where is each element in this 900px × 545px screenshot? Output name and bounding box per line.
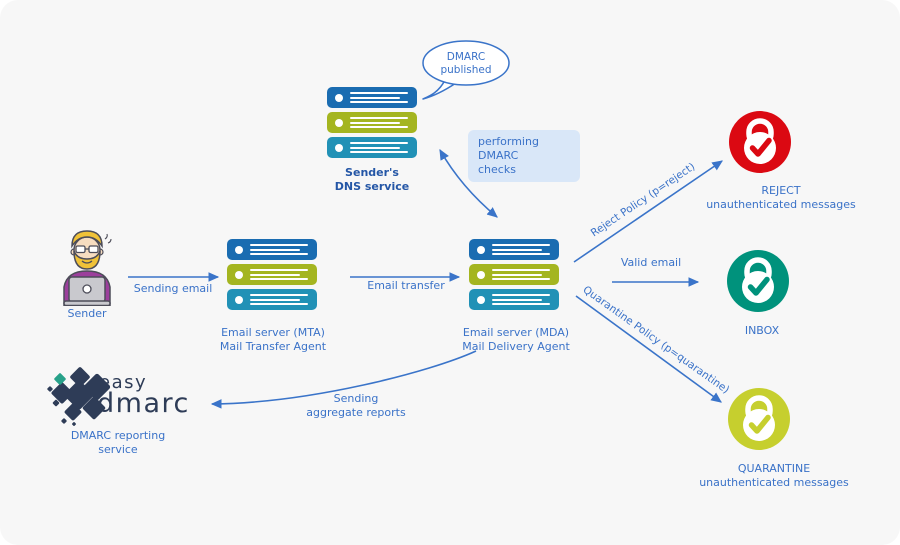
email-transfer-label: Email transfer	[367, 279, 445, 292]
quarantine-lock-icon	[727, 387, 791, 451]
server-bar	[327, 137, 417, 158]
dmarc-reporting-label: DMARC reporting service	[70, 429, 166, 456]
sender-label: Sender	[67, 307, 107, 320]
quarantine-label: QUARANTINE unauthenticated messages	[699, 462, 849, 489]
server-led-icon	[477, 245, 485, 254]
dmarc-published-bubble: DMARC published	[440, 51, 491, 77]
bubble-line-1: DMARC	[446, 51, 486, 63]
server-led-icon	[335, 93, 343, 102]
easydmarc-wordmark-easy: easy	[99, 372, 148, 393]
server-bar	[469, 264, 559, 285]
valid-email-label: Valid email	[620, 256, 682, 269]
server-bar	[327, 87, 417, 108]
speech-bubble	[422, 40, 510, 100]
easydmarc-wordmark-dmarc: dmarc	[97, 388, 190, 419]
sending-email-label: Sending email	[133, 282, 213, 295]
server-bar	[327, 112, 417, 133]
mda-server-stack	[469, 239, 559, 314]
server-led-icon	[477, 295, 485, 304]
dns-server-stack	[327, 87, 417, 162]
server-led-icon	[235, 295, 243, 304]
dmarc-checks-note: performing DMARC checks	[468, 130, 580, 182]
mda-label: Email server (MDA) Mail Delivery Agent	[462, 326, 570, 353]
server-bar	[227, 264, 317, 285]
reject-lock-icon	[728, 110, 792, 174]
arrow-aggregate-reports	[210, 350, 477, 409]
dns-label: Sender's DNS service	[334, 166, 410, 193]
server-led-icon	[477, 270, 485, 279]
bubble-line-2: published	[440, 64, 492, 76]
arrow-dns-checks	[439, 148, 498, 218]
arrow-reject-policy	[573, 160, 723, 263]
server-bar	[227, 239, 317, 260]
server-led-icon	[335, 143, 343, 152]
server-bar	[469, 289, 559, 310]
easydmarc-logo-icon	[47, 367, 111, 426]
aggregate-reports-label: Sending aggregate reports	[306, 392, 406, 419]
server-bar	[227, 289, 317, 310]
server-bar	[469, 239, 559, 260]
inbox-lock-icon	[726, 249, 790, 313]
note-line-2: checks	[478, 163, 516, 176]
reject-label: REJECT unauthenticated messages	[706, 184, 856, 211]
note-line-1: performing DMARC	[478, 135, 539, 162]
server-led-icon	[335, 118, 343, 127]
inbox-label: INBOX	[744, 324, 780, 337]
sender-avatar	[63, 230, 112, 306]
mta-server-stack	[227, 239, 317, 314]
arrow-quarantine-policy	[575, 295, 722, 403]
server-led-icon	[235, 245, 243, 254]
mta-label: Email server (MTA) Mail Transfer Agent	[219, 326, 327, 353]
server-led-icon	[235, 270, 243, 279]
